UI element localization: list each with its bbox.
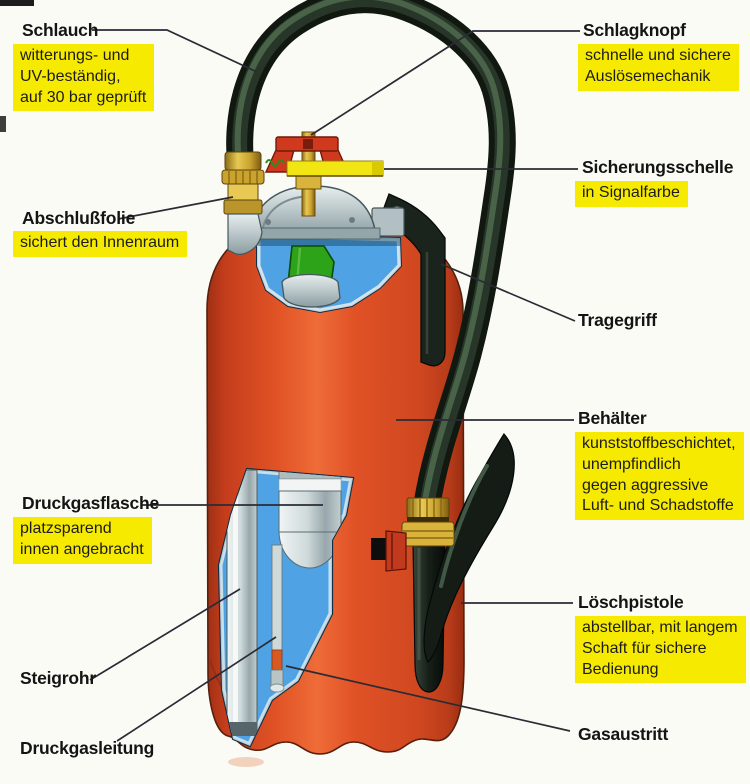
upper-cutaway bbox=[256, 232, 403, 314]
label-loeschpistole-title: Löschpistole bbox=[578, 592, 684, 612]
safety-clamp bbox=[286, 160, 384, 177]
label-tragegriff-title: Tragegriff bbox=[578, 310, 657, 330]
label-druckgasflasche-title: Druckgasflasche bbox=[22, 493, 160, 513]
scan-edge-marks bbox=[0, 0, 264, 767]
pistol-brass-junction bbox=[401, 497, 455, 547]
leader-steigrohr bbox=[89, 588, 241, 681]
hose-coupling bbox=[221, 151, 265, 255]
lower-cutaway bbox=[217, 467, 355, 748]
label-abschlussfolie-title: Abschlußfolie bbox=[22, 208, 136, 228]
pressure-cartridge bbox=[278, 469, 342, 569]
hose bbox=[226, 0, 516, 518]
label-abschlussfolie-note: sichert den Innenraum bbox=[13, 231, 188, 257]
label-sicherungsschelle-note: in Signalfarbe bbox=[575, 181, 688, 207]
leader-tragegriff bbox=[440, 263, 576, 322]
leader-lines bbox=[89, 29, 580, 742]
leader-schlauch bbox=[92, 29, 258, 73]
label-druckgasflasche-note: platzsparend innen angebracht bbox=[13, 517, 152, 564]
label-sicherungsschelle-title: Sicherungsschelle bbox=[582, 157, 734, 177]
label-schlauch-title: Schlauch bbox=[22, 20, 99, 40]
gas-outlet bbox=[271, 649, 283, 671]
pistol-grip bbox=[423, 433, 515, 663]
mounting-bracket bbox=[371, 530, 407, 572]
label-schlauch-note: witterungs- und UV-beständig, auf 30 bar… bbox=[13, 44, 155, 112]
leader-abschlussfolie bbox=[117, 196, 234, 220]
label-loeschpistole-note: abstellbar, mit langem Schaft für sicher… bbox=[575, 616, 746, 684]
label-behaelter-title: Behälter bbox=[578, 408, 647, 428]
gas-line bbox=[269, 544, 285, 693]
label-behaelter-note: kunststoffbeschichtet, unempfindlich geg… bbox=[575, 432, 744, 521]
label-schlagknopf-note: schnelle und sichere Auslösemechanik bbox=[578, 44, 739, 91]
valve-head bbox=[237, 131, 405, 240]
leader-druckgasleitung bbox=[116, 636, 277, 742]
label-gasaustritt-title: Gasaustritt bbox=[578, 724, 669, 744]
label-schlagknopf-title: Schlagknopf bbox=[583, 20, 686, 40]
bottle-collar bbox=[281, 273, 341, 308]
leader-schlagknopf bbox=[310, 30, 580, 136]
leader-gasaustritt bbox=[285, 665, 571, 732]
riser-tube bbox=[226, 469, 258, 736]
label-steigrohr-title: Steigrohr bbox=[20, 668, 96, 688]
label-druckgasleitung-title: Druckgasleitung bbox=[20, 738, 155, 758]
